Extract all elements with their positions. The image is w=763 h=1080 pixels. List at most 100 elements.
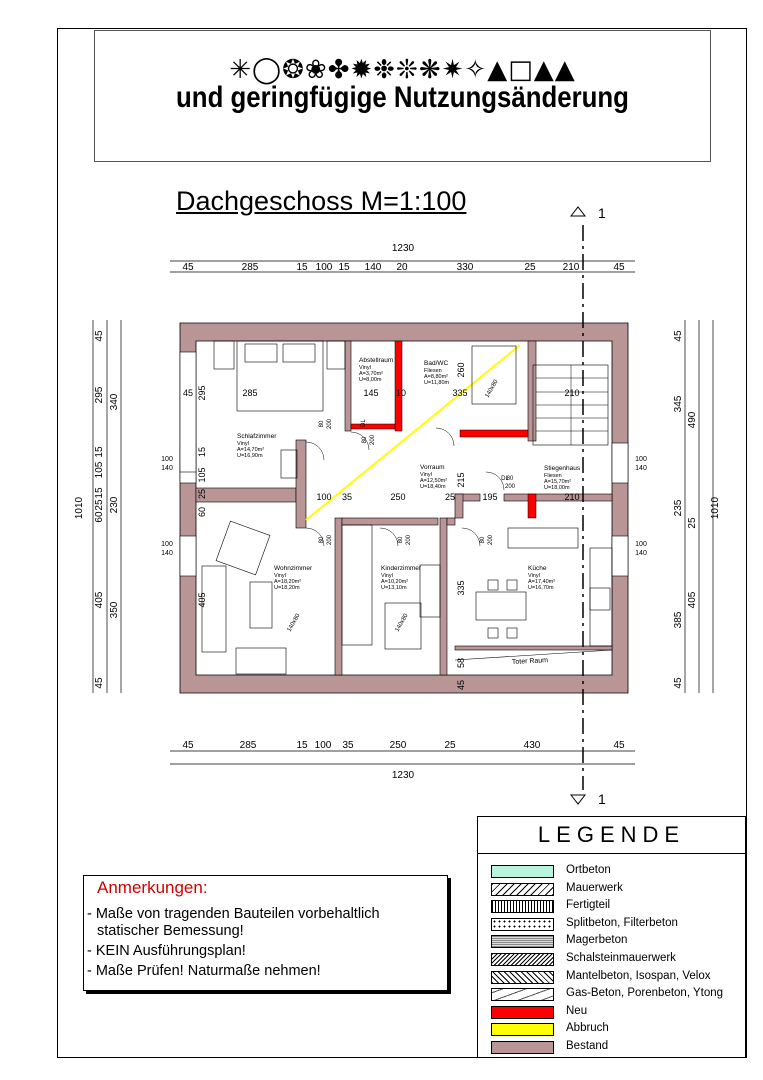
svg-text:105: 105 [197,467,207,482]
exterior-walls [179,322,629,694]
dimension-bottom [170,750,635,765]
svg-text:260: 260 [456,362,466,377]
svg-text:200: 200 [488,534,494,545]
svg-text:A=15,70m²: A=15,70m² [544,479,571,485]
dimension-left [92,320,122,693]
legend-swatch [491,935,554,949]
svg-text:Vinyl: Vinyl [381,573,393,579]
svg-text:285: 285 [242,388,257,398]
room-kueche: Küche Vinyl A=17,40m² U=16,70m [528,565,555,591]
svg-text:Fliesen: Fliesen [544,473,562,479]
svg-text:U=11,80m: U=11,80m [424,380,450,386]
notes-title: Anmerkungen: [97,878,208,897]
project-subtitle: und geringfügige Nutzungsänderung [176,81,629,114]
dim-right-0: 45 [673,330,684,342]
svg-text:335: 335 [452,388,467,398]
legend-swatch [491,900,554,914]
inner-dimensions: 45 285 145 10 335 210 100 35 250 25 195 … [183,362,580,690]
dim-top-2: 15 [296,262,308,273]
dead-space-label: Toter Raum [512,657,549,666]
legend-swatch [491,1023,554,1037]
svg-text:200: 200 [327,418,333,429]
svg-text:140x80: 140x80 [485,378,500,399]
dim-bottom-2: 15 [296,740,308,751]
demolition-lines [305,344,521,521]
legend-label: Gas-Beton, Porenbeton, Ytong [566,987,724,1000]
svg-text:Abstellraum: Abstellraum [359,357,393,364]
plan-title: Dachgeschoss M=1:100 [176,186,467,216]
section-marker-top: 1 [598,205,606,221]
dim-right-5: 385 [673,611,684,628]
legend-swatch [491,917,554,931]
svg-text:195: 195 [482,492,497,502]
dim-left-labels: 45 295 15 105 15 25 60 405 45 340 230 35… [94,330,120,689]
note-item: statischer Bemessung! [97,923,244,939]
dim-top-9: 210 [563,262,580,273]
dim-bottom-labels: 45 285 15 100 35 250 25 430 45 [182,740,625,751]
window-right-2b-label: 140 [635,550,647,557]
window-right-2-label: 100 [635,541,647,548]
window-right-1-label: 100 [635,456,647,463]
dim-top-4: 15 [338,262,350,273]
svg-text:25: 25 [197,489,207,499]
section-line [569,206,587,805]
svg-text:Stiegenhaus: Stiegenhaus [544,465,581,472]
dim-left-4: 15 [94,487,105,499]
svg-text:45: 45 [183,388,193,398]
svg-text:A=12,50m²: A=12,50m² [420,478,447,484]
dim-right-labels: 45 345 490 235 25 385 405 45 [673,330,698,689]
dim-right-total: 1010 [710,496,721,519]
dim-top-3: 100 [316,262,333,273]
section-marker-bottom: 1 [598,791,606,807]
dimension-right [684,320,714,693]
svg-text:210: 210 [564,388,579,398]
room-wohnzimmer: Wohnzimmer Vinyl A=18,20m² U=18,20m [274,565,313,591]
svg-text:405: 405 [197,592,207,607]
svg-text:25: 25 [445,492,455,502]
dim-right-1: 345 [673,395,684,412]
legend-label: Neu [566,1004,588,1017]
window-left-1b-label: 140 [161,465,173,472]
svg-text:80: 80 [480,536,486,543]
svg-text:Fliesen: Fliesen [424,368,442,374]
dim-left-outer-0: 340 [109,393,120,410]
legend-label: Ortbeton [566,864,611,876]
legend-swatch [491,882,554,896]
svg-text:Kinderzimmer: Kinderzimmer [381,565,422,572]
window-left-2b-label: 140 [161,550,173,557]
window-labels: 100 140 100 140 100 140 100 140 [161,456,647,557]
svg-text:U=18,00m: U=18,00m [544,485,570,491]
dim-right-4: 25 [687,517,698,529]
svg-text:U=8,00m: U=8,00m [359,377,382,383]
dim-left-6: 60 [94,511,105,523]
dim-left-total: 1010 [74,496,85,519]
svg-text:DL: DL [361,419,367,427]
legend-label: Mauerwerk [566,881,623,894]
svg-text:Vinyl: Vinyl [237,441,249,447]
dim-left-5: 25 [94,499,105,511]
svg-text:80: 80 [507,476,514,482]
svg-text:295: 295 [197,385,207,400]
svg-text:200: 200 [505,484,516,490]
svg-text:A=18,20m²: A=18,20m² [274,579,301,585]
svg-text:10: 10 [396,388,406,398]
dim-bottom-total: 1230 [392,770,415,781]
dim-top-0: 45 [182,262,194,273]
note-item: - Maße von tragenden Bauteilen vorbehalt… [87,906,380,922]
svg-text:140x80: 140x80 [395,612,410,633]
svg-text:A=14,70m²: A=14,70m² [237,447,264,453]
dim-top-6: 20 [396,262,408,273]
drawing-sheet-frame [57,28,747,1058]
svg-text:250: 250 [390,492,405,502]
room-stiegenhaus: Stiegenhaus Fliesen A=15,70m² U=18,00m [544,465,581,491]
legend-title: LEGENDE [478,817,745,854]
svg-text:U=18,40m: U=18,40m [420,484,446,490]
dim-bottom-4: 35 [342,740,354,751]
dim-left-1: 295 [94,386,105,403]
project-title-symbols: ✳◯❂❀✤✹❉❊❋✷✧▲□▲▲ [229,55,576,85]
svg-text:DL: DL [501,476,509,482]
svg-text:80: 80 [319,536,325,543]
svg-text:15: 15 [197,447,207,457]
svg-text:Wohnzimmer: Wohnzimmer [274,565,313,572]
